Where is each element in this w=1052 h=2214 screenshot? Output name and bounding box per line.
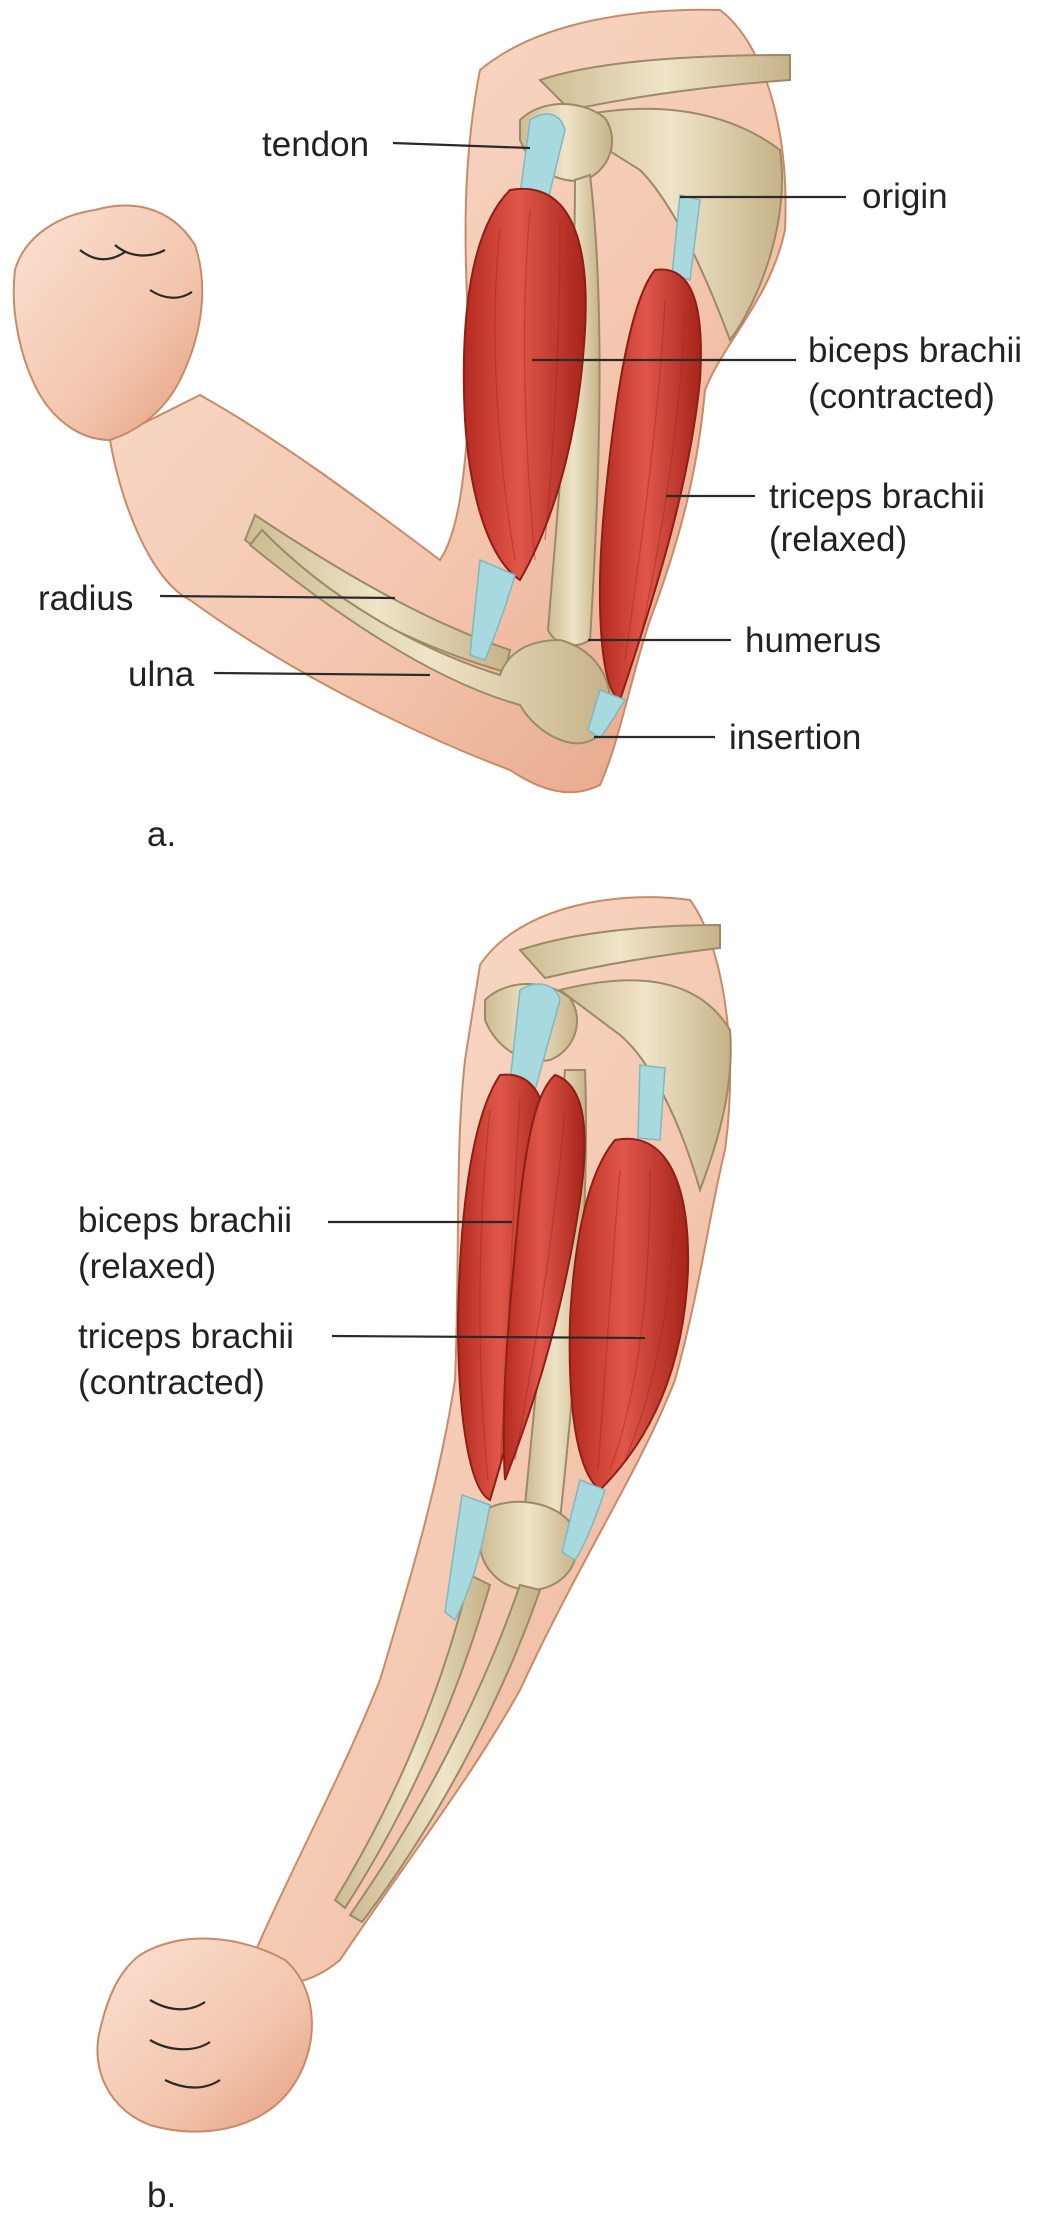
leader-ulna-a	[213, 671, 431, 677]
labels-a: tendon origin biceps brachii (contracted…	[38, 125, 1022, 854]
leader-tendon-a	[392, 141, 531, 150]
label-triceps-contracted-note: (contracted)	[78, 1363, 265, 1402]
label-triceps-contracted: triceps brachii	[78, 1317, 294, 1356]
labels-b: biceps brachii (relaxed) triceps brachii…	[78, 1201, 294, 2214]
biceps-muscle-b	[444, 983, 586, 1622]
leader-triceps-b	[331, 1334, 646, 1340]
ulna-bone-b	[348, 1583, 542, 1924]
label-biceps-contracted: biceps brachii	[808, 331, 1022, 370]
label-tendon: tendon	[262, 125, 369, 164]
panel-label-a: a.	[147, 815, 176, 854]
label-biceps-relaxed: biceps brachii	[78, 1201, 292, 1240]
triceps-muscle-a	[587, 194, 702, 740]
label-radius: radius	[38, 579, 133, 618]
label-triceps-relaxed-note: (relaxed)	[769, 520, 907, 559]
label-humerus: humerus	[745, 621, 881, 660]
label-insertion: insertion	[729, 718, 861, 757]
elbow-joint-b	[478, 1500, 579, 1592]
triceps-muscle-b	[561, 1064, 690, 1562]
leader-radius-a	[159, 594, 396, 600]
arm-skin-b	[96, 896, 732, 2133]
biceps-muscle-a	[462, 113, 587, 661]
ulna-bone-a	[248, 528, 611, 745]
label-ulna: ulna	[128, 655, 195, 694]
label-biceps-relaxed-note: (relaxed)	[78, 1247, 216, 1286]
panel-b	[96, 896, 732, 2133]
leader-lines	[159, 141, 846, 1340]
label-origin: origin	[862, 177, 948, 216]
fist-b	[96, 1937, 313, 2133]
panel-label-b: b.	[147, 2176, 176, 2214]
fist-a	[12, 204, 204, 442]
label-triceps-relaxed: triceps brachii	[769, 477, 985, 516]
radius-bone-b	[333, 1573, 492, 1910]
label-biceps-contracted-note: (contracted)	[808, 377, 995, 416]
